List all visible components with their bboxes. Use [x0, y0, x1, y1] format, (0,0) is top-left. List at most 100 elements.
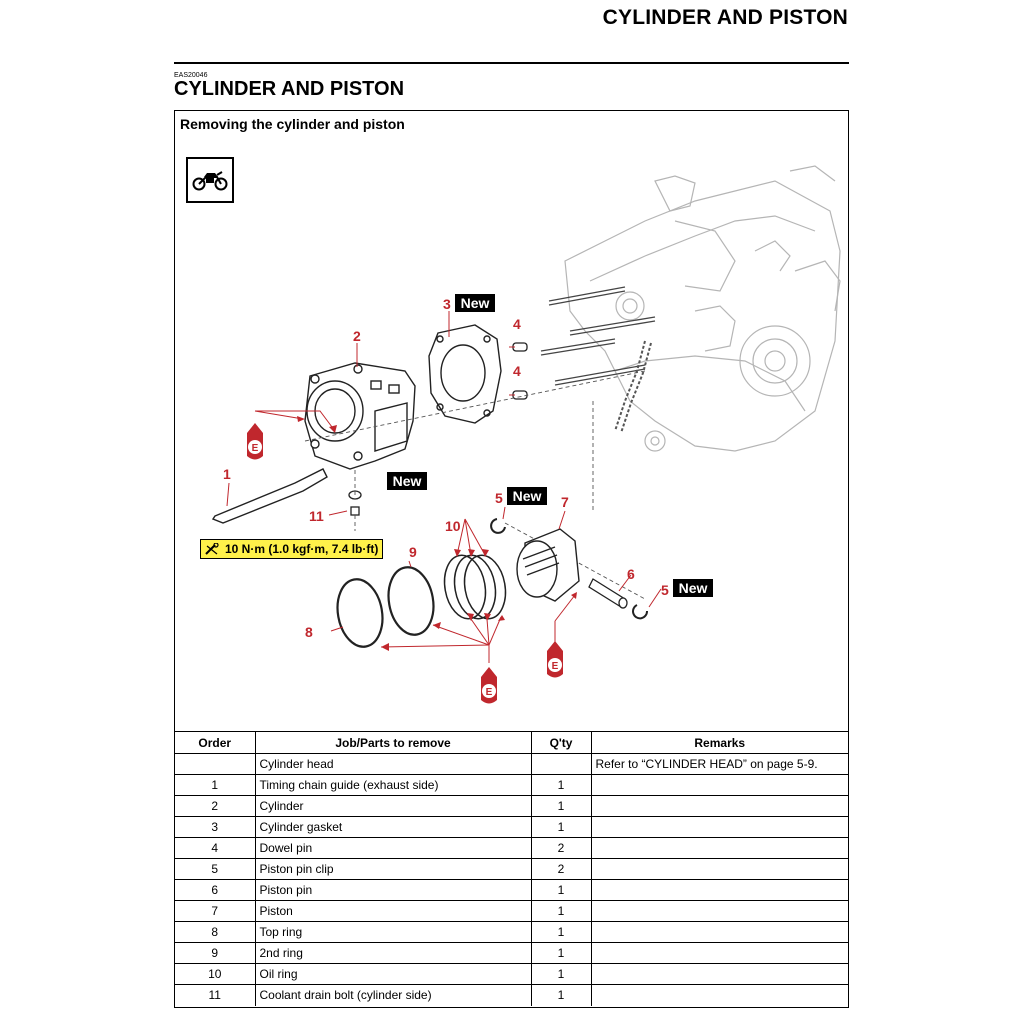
cell-part: Cylinder gasket	[254, 816, 532, 838]
cell-order: 8	[175, 921, 256, 943]
cell-remarks	[590, 921, 848, 943]
leader-arrows	[297, 416, 577, 651]
cell-part: Piston	[254, 900, 532, 922]
oil-symbol-2: E	[552, 661, 559, 672]
cell-qty: 1	[530, 774, 592, 796]
header-order: Order	[175, 731, 256, 754]
cell-remarks	[590, 984, 848, 1006]
cell-remarks	[590, 858, 848, 880]
svg-text:New: New	[393, 473, 422, 489]
cell-qty: 1	[530, 879, 592, 901]
cell-order: 3	[175, 816, 256, 838]
svg-text:New: New	[461, 295, 490, 311]
cell-part: Cylinder head	[254, 753, 532, 775]
table-row: Cylinder head Refer to “CYLINDER HEAD” on…	[175, 753, 848, 775]
header-rule	[174, 62, 849, 64]
cell-part: 2nd ring	[254, 942, 532, 964]
cell-qty: 1	[530, 984, 592, 1006]
engine-oil-icon: E	[481, 667, 497, 704]
procedure-frame: Removing the cylinder and piston	[174, 110, 849, 1008]
callout-10: 10	[445, 518, 461, 534]
cell-part: Cylinder	[254, 795, 532, 817]
torque-spec-text: 10 N·m (1.0 kgf·m, 7.4 lb·ft)	[225, 542, 379, 556]
piston	[516, 528, 580, 602]
cell-remarks: Refer to “CYLINDER HEAD” on page 5-9.	[590, 753, 848, 775]
cell-qty	[530, 753, 592, 775]
cell-order	[175, 753, 256, 775]
header-remarks: Remarks	[590, 731, 848, 754]
cell-part: Piston pin clip	[254, 858, 532, 880]
cell-remarks	[590, 942, 848, 964]
callout-4-lower: 4	[513, 363, 521, 379]
cell-order: 6	[175, 879, 256, 901]
cell-qty: 1	[530, 900, 592, 922]
cell-order: 5	[175, 858, 256, 880]
cell-part: Oil ring	[254, 963, 532, 985]
cell-remarks	[590, 816, 848, 838]
new-badge-gasket: New	[455, 294, 495, 312]
section-title: CYLINDER AND PISTON	[174, 78, 405, 100]
cell-remarks	[590, 837, 848, 859]
parts-table: Order Job/Parts to remove Q'ty Remarks C…	[175, 731, 848, 1006]
torque-spec-label: 10 N·m (1.0 kgf·m, 7.4 lb·ft)	[200, 539, 384, 559]
section-code: EAS20046	[174, 72, 208, 79]
torque-wrench-icon	[205, 543, 219, 555]
callout-2: 2	[353, 328, 361, 344]
cylinder-studs	[540, 286, 656, 386]
cell-qty: 2	[530, 858, 592, 880]
new-badge-clip-right: New	[673, 579, 713, 597]
cell-qty: 1	[530, 816, 592, 838]
cell-qty: 1	[530, 921, 592, 943]
cell-qty: 2	[530, 837, 592, 859]
cell-part: Dowel pin	[254, 837, 532, 859]
cell-remarks	[590, 795, 848, 817]
cell-remarks	[590, 879, 848, 901]
procedure-title: Removing the cylinder and piston	[180, 116, 405, 132]
callout-6: 6	[627, 566, 635, 582]
crankcase-outline	[564, 165, 841, 452]
callout-9: 9	[409, 544, 417, 560]
cell-remarks	[590, 900, 848, 922]
cell-qty: 1	[530, 795, 592, 817]
header-qty: Q'ty	[530, 731, 592, 754]
oil-symbol-1: E	[252, 443, 259, 454]
header-part: Job/Parts to remove	[254, 731, 532, 754]
page-header-title: CYLINDER AND PISTON	[602, 6, 848, 29]
callout-3: 3	[443, 296, 451, 312]
motorcycle-icon	[186, 157, 234, 203]
callout-4-upper: 4	[513, 316, 521, 332]
svg-text:New: New	[513, 488, 542, 504]
cell-order: 10	[175, 963, 256, 985]
cell-part: Piston pin	[254, 879, 532, 901]
callout-1: 1	[223, 466, 231, 482]
cell-part: Coolant drain bolt (cylinder side)	[254, 984, 532, 1006]
top-ring	[336, 578, 384, 648]
oil-symbol-3: E	[486, 687, 493, 698]
callout-7: 7	[561, 494, 569, 510]
cell-part: Top ring	[254, 921, 532, 943]
callout-8: 8	[305, 624, 313, 640]
svg-text:New: New	[679, 580, 708, 596]
second-ring	[387, 566, 435, 636]
cell-remarks	[590, 963, 848, 985]
engine-oil-icon: E	[547, 641, 563, 678]
new-badge-drain-bolt: New	[387, 472, 427, 490]
piston-pin-clip-right	[632, 604, 649, 620]
table-header-row: Order Job/Parts to remove Q'ty Remarks	[175, 731, 848, 754]
cell-part: Timing chain guide (exhaust side)	[254, 774, 532, 796]
cell-order: 1	[175, 774, 256, 796]
callout-11: 11	[309, 508, 324, 524]
cell-qty: 1	[530, 942, 592, 964]
cell-qty: 1	[530, 963, 592, 985]
timing-chain-guide	[211, 468, 328, 524]
oil-ring	[443, 554, 507, 620]
